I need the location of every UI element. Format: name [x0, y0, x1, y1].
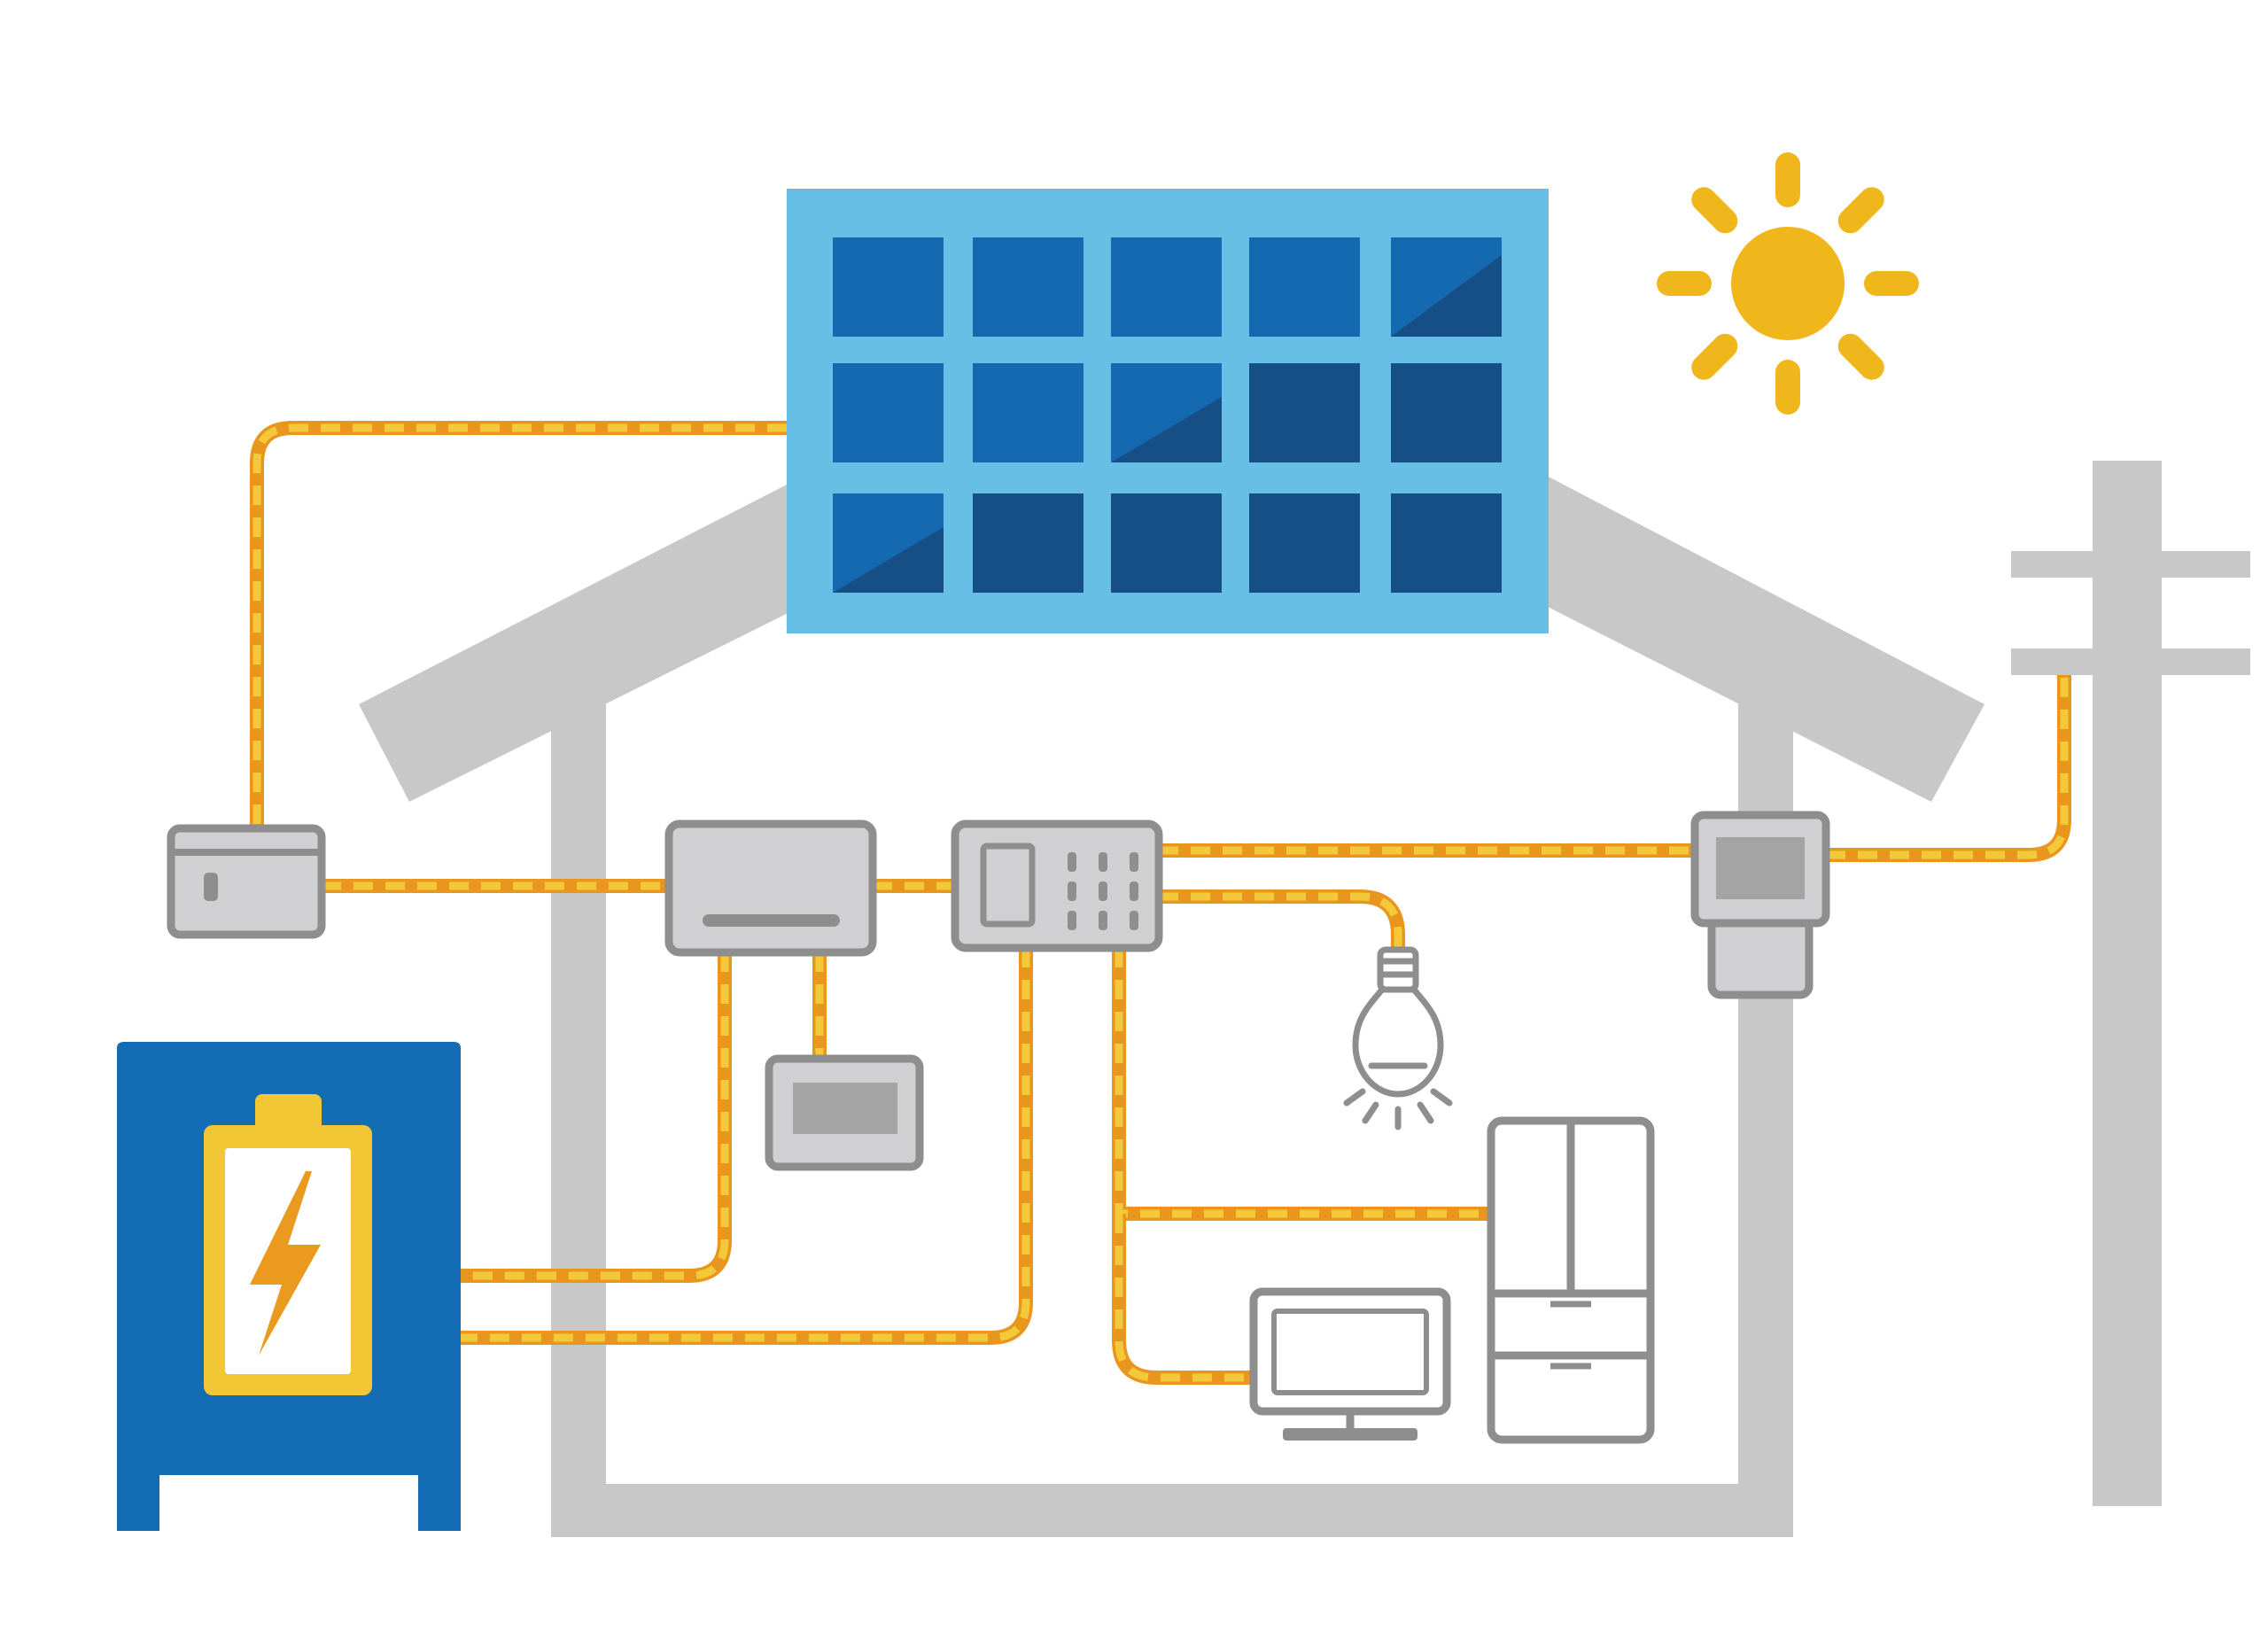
power-conditioner-icon — [664, 819, 877, 957]
solar-cell — [1111, 363, 1222, 462]
breaker-switch — [1099, 852, 1107, 872]
house-floor — [551, 1484, 1793, 1537]
distribution-board-icon — [951, 819, 1163, 952]
sun-icon — [1657, 152, 1919, 415]
solar-cells — [833, 237, 1502, 593]
breaker-switch — [1068, 852, 1076, 872]
breaker-switch — [1068, 911, 1076, 930]
solar-cell — [833, 237, 944, 337]
breaker-switch — [1099, 911, 1107, 930]
power-wire — [250, 421, 787, 828]
power-wire — [461, 948, 1033, 1345]
solar-cell — [1249, 237, 1360, 337]
house-wall-left — [551, 691, 606, 1537]
junction-box-icon — [167, 824, 326, 939]
lightning-bolt-icon — [250, 1171, 321, 1355]
power-wire — [1112, 1214, 1254, 1385]
pole-shaft — [2093, 461, 2162, 1506]
solar-cell — [1391, 363, 1502, 462]
solar-cell — [1391, 493, 1502, 593]
power-wire — [461, 952, 732, 1283]
breaker-switch — [1130, 882, 1138, 901]
light-bulb-icon — [1343, 946, 1453, 1130]
breaker-switch — [1130, 911, 1138, 930]
power-wiring — [250, 421, 2071, 1385]
solar-cell — [833, 363, 944, 462]
solar-cell — [1249, 493, 1360, 593]
breaker-switches — [1068, 852, 1138, 930]
power-meter-icon — [1690, 811, 1830, 999]
breaker-switch — [1099, 882, 1107, 901]
television-icon — [1249, 1287, 1451, 1441]
solar-cell — [973, 363, 1084, 462]
utility-pole-icon — [2011, 461, 2250, 1506]
solar-cell — [833, 493, 944, 593]
breaker-switch — [1068, 882, 1076, 901]
solar-cell — [1391, 237, 1502, 337]
monitor-display-icon — [765, 1054, 924, 1171]
solar-cell — [973, 237, 1084, 337]
refrigerator-icon — [1487, 1116, 1655, 1444]
solar-panel-icon — [787, 189, 1549, 633]
pole-crossarm-bottom — [2011, 649, 2250, 675]
solar-cell — [1249, 363, 1360, 462]
storage-battery-icon — [117, 1042, 461, 1531]
power-wire — [1826, 675, 2071, 862]
sun-disc — [1731, 227, 1845, 340]
battery-terminal — [255, 1094, 322, 1131]
power-wire — [1159, 889, 1405, 950]
breaker-switch — [1130, 852, 1138, 872]
pole-crossarm-top — [2011, 551, 2250, 578]
solar-cell — [1111, 237, 1222, 337]
solar-cell — [1111, 493, 1222, 593]
solar-cell — [973, 493, 1084, 593]
